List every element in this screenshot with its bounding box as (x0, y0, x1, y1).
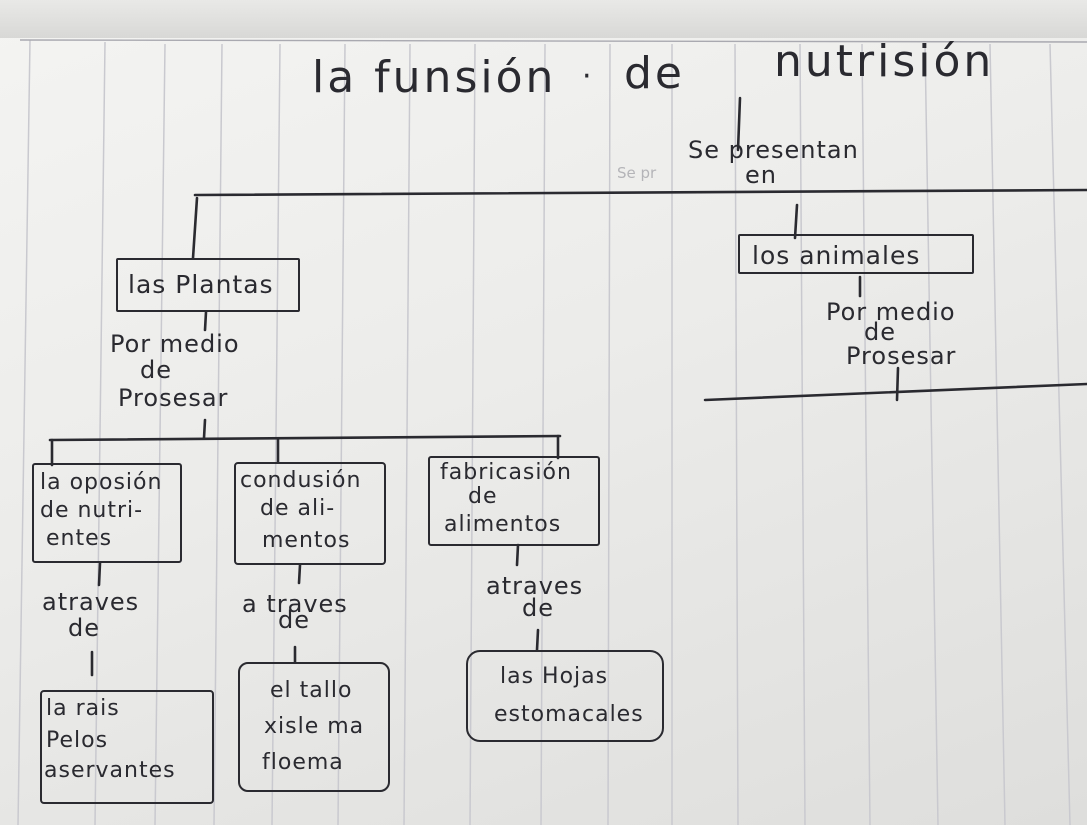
leaf-1-line1: la rais (46, 696, 120, 721)
leaf-1-line3: aservantes (44, 758, 176, 783)
animals-link-1: Por medio (826, 298, 956, 326)
branch-2-link-1: a traves (242, 590, 348, 618)
title-de: de (624, 48, 685, 99)
animals-link-3: Prosesar (846, 342, 957, 370)
leaf-1-line2: Pelos (46, 728, 109, 753)
branch-1-link-2: de (68, 614, 100, 642)
node-plants-label: las Plantas (128, 270, 274, 299)
branch-1-line1: la oposión (40, 470, 163, 495)
branch-1-line2: de nutri- (40, 498, 144, 523)
branch-1-link-1: atraves (42, 588, 140, 616)
plants-link-3: Prosesar (118, 384, 229, 412)
leaf-2-line1: el tallo (270, 678, 353, 703)
branch-3-link-1: atraves (486, 572, 584, 600)
root-link-faint: Se pr (617, 164, 657, 182)
title-right: nutrisión (774, 36, 995, 87)
leaf-3 (466, 650, 664, 742)
node-animals (738, 234, 974, 274)
branch-3-line1: fabricasión (440, 460, 572, 485)
branch-2-line3: mentos (262, 528, 351, 553)
plants-link-1: Por medio (110, 330, 240, 358)
animals-link-2: de (864, 318, 896, 346)
branch-2-link-2: de (278, 606, 310, 634)
root-link-line1: Se presentan (688, 136, 859, 164)
title-dot: · (582, 59, 595, 94)
title-left: la funsión (312, 52, 557, 103)
leaf-2 (238, 662, 390, 792)
page-edge (0, 0, 1087, 38)
branch-2-line2: de ali- (260, 496, 336, 521)
node-animals-label: los animales (752, 241, 921, 270)
root-link-line2: en (745, 161, 777, 189)
leaf-3-line1: las Hojas (500, 664, 609, 689)
leaf-1 (40, 690, 214, 804)
branch-3-line2: de (468, 484, 498, 509)
branch-1-line3: entes (46, 526, 113, 551)
leaf-3-line2: estomacales (494, 702, 644, 727)
node-plants (116, 258, 300, 312)
leaf-2-line3: floema (262, 750, 344, 775)
plants-link-2: de (140, 356, 172, 384)
branch-2-line1: condusión (240, 468, 362, 493)
node-branch-3 (428, 456, 600, 546)
node-branch-2 (234, 462, 386, 565)
node-branch-1 (32, 463, 182, 563)
branch-3-link-2: de (522, 594, 554, 622)
branch-3-line3: alimentos (444, 512, 562, 537)
leaf-2-line2: xisle ma (264, 714, 365, 739)
